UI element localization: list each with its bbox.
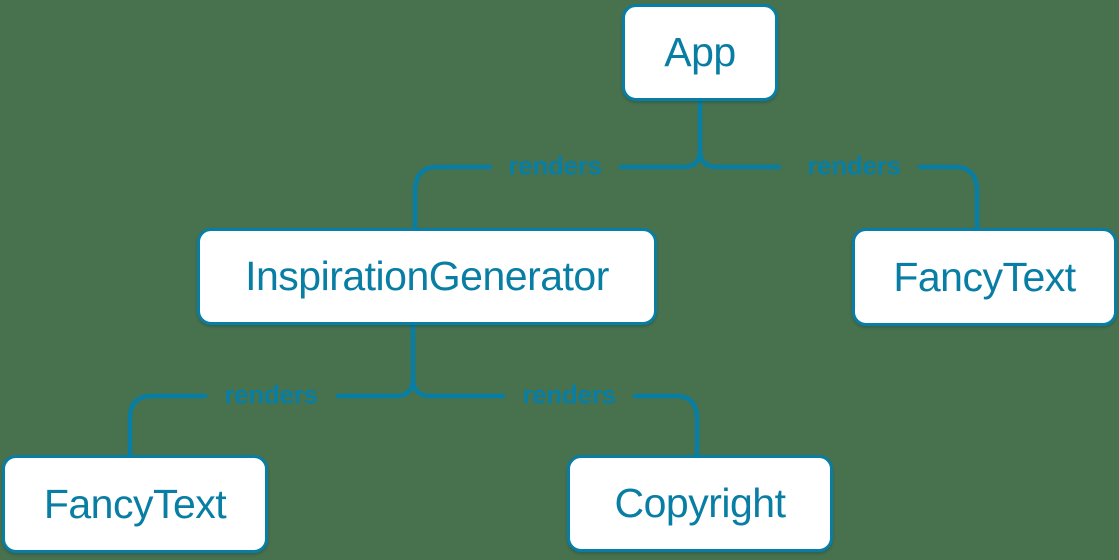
node-fancy-text-bottom-label: FancyText: [43, 480, 227, 527]
edge-label-app-to-inspirationgenerator: renders: [508, 150, 602, 181]
edge-label-inspirationgenerator-to-fancytext: renders: [224, 379, 318, 410]
edge-inspirationgenerator-to-fancytext-inner: [335, 375, 416, 399]
node-inspiration-generator-label: InspirationGenerator: [245, 253, 609, 299]
edge-inspirationgenerator-to-copyright-outer: [632, 393, 700, 458]
edge-app-to-inspirationgenerator-inner: [618, 147, 703, 170]
node-inspiration-generator: InspirationGenerator: [197, 228, 657, 325]
edge-label-inspirationgenerator-to-copyright: renders: [522, 379, 616, 410]
edge-app-to-fancytext-outer: [917, 164, 980, 231]
node-copyright-label: Copyright: [614, 480, 786, 526]
edge-app-to-fancytext-inner: [697, 147, 782, 170]
edge-inspirationgenerator-to-copyright-inner: [410, 375, 506, 399]
node-fancy-text-bottom: FancyText: [2, 455, 268, 553]
node-app-label: App: [664, 29, 736, 75]
node-fancy-text-top: FancyText: [852, 228, 1117, 326]
node-app: App: [622, 4, 778, 101]
edge-app-to-inspirationgenerator-outer: [412, 164, 493, 231]
node-copyright: Copyright: [567, 455, 833, 552]
edge-label-app-to-fancytext: renders: [807, 150, 901, 181]
node-fancy-text-top-label: FancyText: [893, 253, 1076, 300]
edge-inspirationgenerator-to-fancytext-outer: [127, 393, 208, 458]
